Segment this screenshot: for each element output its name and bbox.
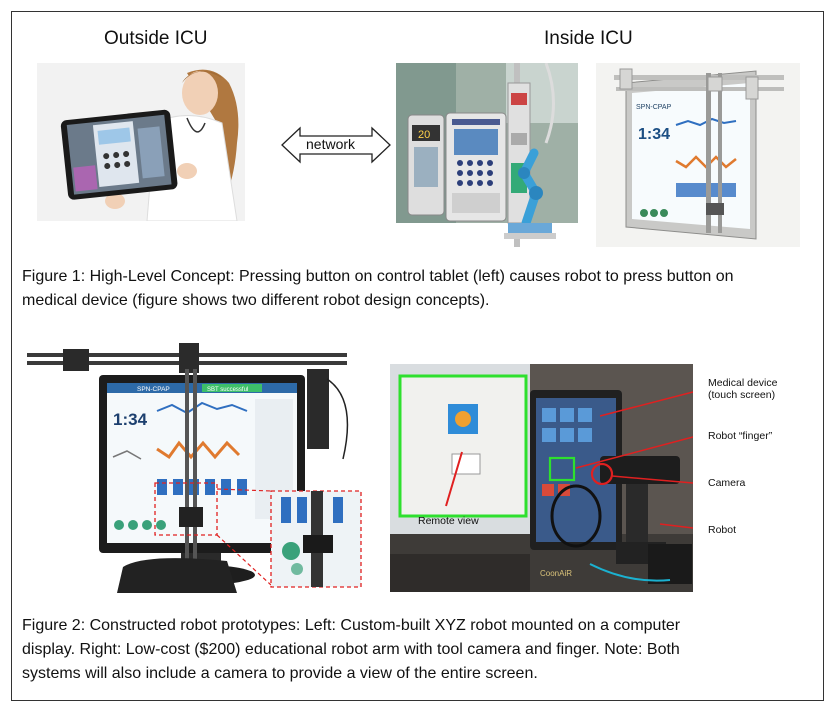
label-remote-view: Remote view — [418, 515, 479, 527]
network-arrow — [280, 126, 392, 164]
robot-arm-prototype-photo: CoonAiR — [390, 364, 693, 592]
figure2-caption-line3: systems will also include a camera to pr… — [22, 665, 538, 682]
infusion-pump-robot-photo: 20 — [396, 63, 578, 247]
svg-text:CoonAiR: CoonAiR — [540, 569, 572, 578]
figure1-caption-line1: Figure 1: High-Level Concept: Pressing b… — [22, 268, 734, 285]
figure2-caption-line1: Figure 2: Constructed robot prototypes: … — [22, 617, 681, 634]
svg-text:1:34: 1:34 — [638, 126, 670, 143]
xyz-robot-prototype-photo: SPN-CPAP SBT successful 1:34 — [27, 339, 373, 593]
svg-text:SBT successful: SBT successful — [207, 387, 248, 393]
svg-text:SPN-CPAP: SPN-CPAP — [636, 104, 672, 111]
figure1-caption-line2: medical device (figure shows two differe… — [22, 292, 490, 309]
svg-text:1:34: 1:34 — [113, 410, 148, 429]
xyz-robot-concept-render: SPN-CPAP 1:34 — [596, 63, 800, 247]
label-medical-device: Medical device (touch screen) — [708, 377, 778, 401]
svg-text:SPN-CPAP: SPN-CPAP — [137, 386, 170, 393]
label-robot: Robot — [708, 524, 737, 536]
label-robot-finger: Robot “finger” — [708, 430, 773, 442]
nurse-tablet-photo — [37, 63, 245, 221]
figure2-caption-line2: display. Right: Low-cost ($200) educatio… — [22, 641, 680, 658]
svg-text:20: 20 — [418, 129, 430, 141]
inside-icu-heading: Inside ICU — [544, 28, 633, 49]
outside-icu-heading: Outside ICU — [104, 28, 208, 49]
label-camera: Camera — [708, 477, 746, 489]
network-label: network — [306, 136, 356, 152]
